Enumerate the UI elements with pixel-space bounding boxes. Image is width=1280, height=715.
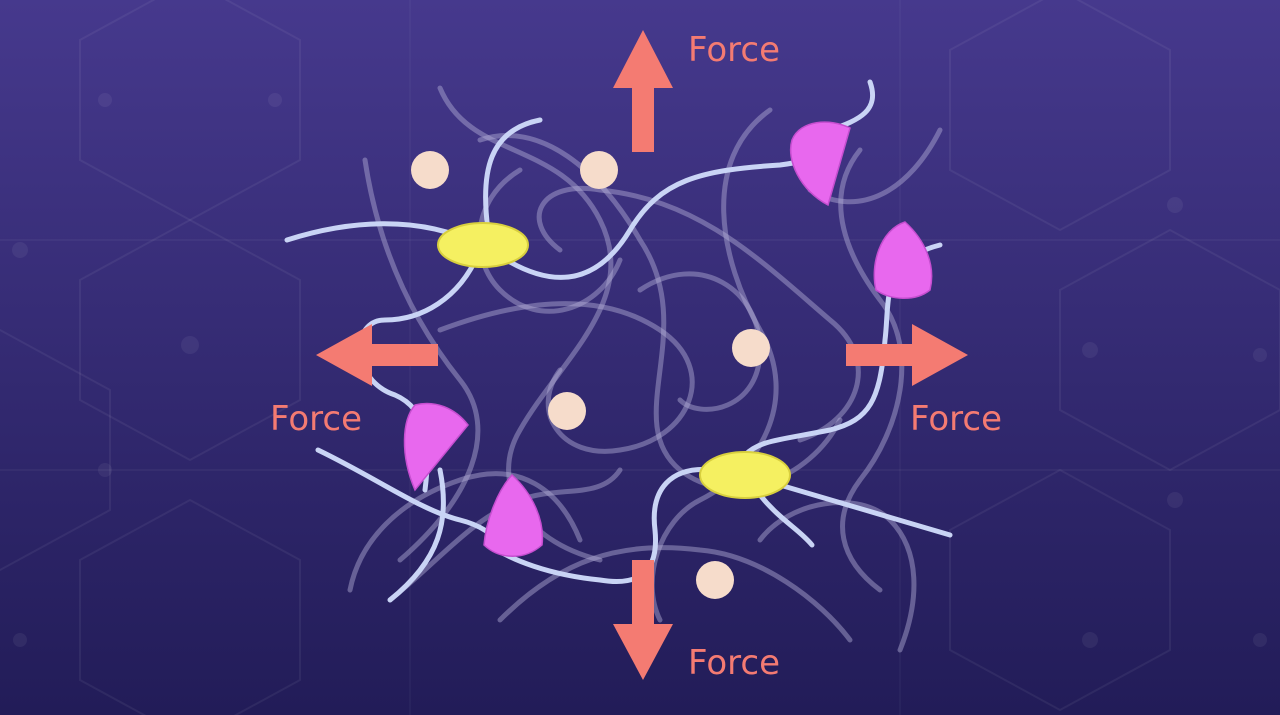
particle-1 — [411, 151, 449, 189]
crosslink-1 — [437, 222, 529, 268]
particle-4 — [548, 392, 586, 430]
end-group-2 — [873, 221, 933, 299]
particles — [411, 151, 770, 599]
particle-5 — [696, 561, 734, 599]
arrow-up — [613, 30, 673, 152]
arrow-right — [846, 324, 968, 386]
force-label-right: Force — [910, 399, 1002, 439]
end-group-1 — [790, 121, 851, 207]
arrow-down — [613, 560, 673, 680]
background-nodes — [12, 93, 1267, 648]
polymer-end-groups — [403, 121, 933, 557]
crosslinks — [437, 222, 791, 499]
strand-11 — [757, 492, 815, 548]
force-arrows — [316, 30, 968, 680]
strand-9 — [387, 467, 446, 603]
particle-3 — [732, 329, 770, 367]
force-label-left: Force — [270, 399, 362, 439]
crosslink-2 — [699, 451, 791, 499]
particle-2 — [580, 151, 618, 189]
force-label-bottom: Force — [688, 643, 780, 683]
strand-10 — [777, 482, 953, 538]
arrow-left — [316, 324, 438, 386]
end-group-3 — [403, 402, 469, 492]
end-group-4 — [483, 473, 544, 557]
force-label-top: Force — [688, 30, 780, 70]
strand-2 — [483, 117, 543, 233]
